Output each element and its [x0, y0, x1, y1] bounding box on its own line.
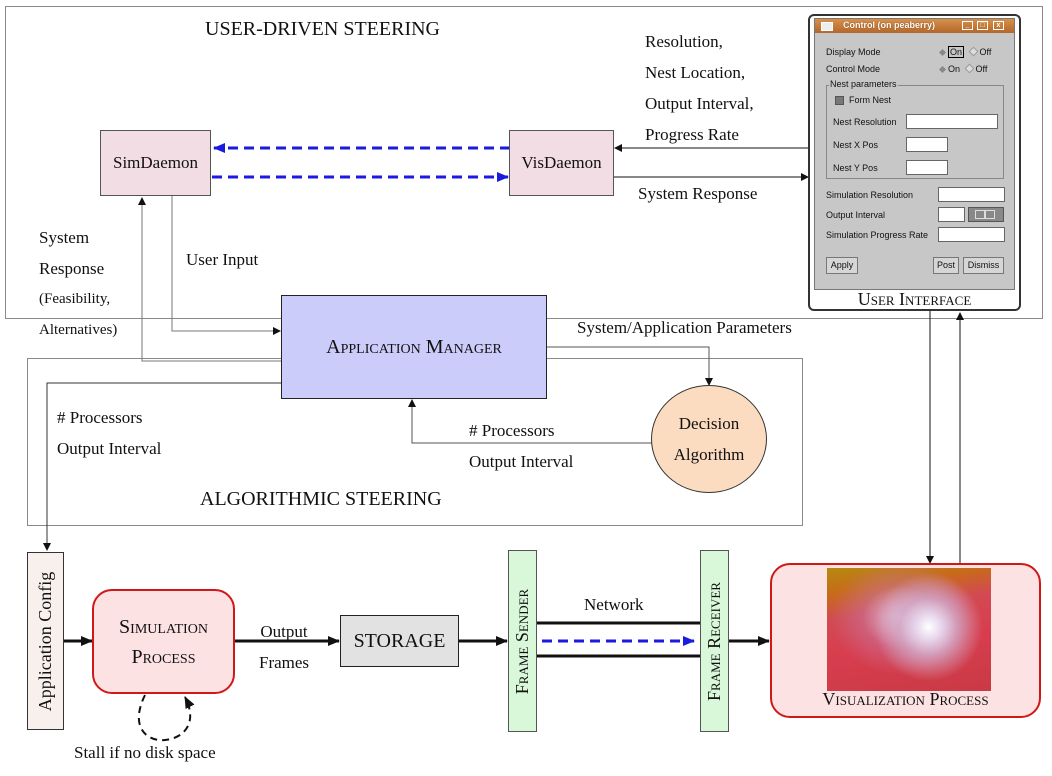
decision-algorithm-node[interactable]: Decision Algorithm — [651, 385, 767, 493]
display-mode-label: Display Mode — [826, 47, 881, 57]
output-interval-input[interactable] — [938, 207, 965, 222]
ui-params-label: Resolution, Nest Location, Output Interv… — [645, 32, 754, 144]
storage-node[interactable]: STORAGE — [340, 615, 459, 667]
simdaemon-label: SimDaemon — [113, 153, 198, 172]
radio-selected-icon[interactable] — [938, 65, 947, 74]
display-mode-radio[interactable]: On Off — [937, 46, 991, 58]
visualization-image — [827, 568, 991, 691]
visdaemon-node[interactable]: VisDaemon — [509, 130, 614, 196]
progress-rate-input[interactable] — [938, 227, 1005, 242]
sim-resolution-label: Simulation Resolution — [826, 190, 914, 200]
stall-label: Stall if no disk space — [74, 743, 216, 762]
user-input-label: User Input — [186, 250, 259, 269]
radio-unselected-icon[interactable] — [968, 46, 978, 57]
maximize-icon[interactable]: □ — [977, 21, 988, 30]
frame-sender-node[interactable]: Frame Sender — [508, 550, 537, 732]
network-label: Network — [584, 595, 644, 614]
dismiss-button[interactable]: Dismiss — [963, 257, 1004, 274]
decision-params-label: # Processors Output Interval — [469, 421, 574, 471]
sim-resolution-input[interactable] — [938, 187, 1005, 202]
nest-parameters-label: Nest parameters — [829, 79, 898, 89]
output-interval-label: Output Interval — [826, 210, 886, 220]
output-interval-toggle[interactable] — [968, 207, 1004, 222]
minimize-icon[interactable]: _ — [962, 21, 973, 30]
nest-x-label: Nest X Pos — [833, 140, 879, 150]
nest-resolution-input[interactable] — [906, 114, 998, 129]
nest-y-label: Nest Y Pos — [833, 163, 878, 173]
simulation-process-node[interactable]: Simulation Process — [92, 589, 235, 694]
nest-x-input[interactable] — [906, 137, 948, 152]
frame-receiver-label: Frame Receiver — [704, 581, 724, 701]
radio-unselected-icon[interactable] — [964, 63, 974, 74]
system-app-params-label: System/Application Parameters — [577, 318, 792, 337]
user-interface-label: User Interface — [857, 289, 972, 309]
control-mode-radio[interactable]: On Off — [937, 63, 987, 74]
nest-parameters-group — [826, 85, 1004, 179]
control-mode-label: Control Mode — [826, 64, 881, 74]
frame-receiver-node[interactable]: Frame Receiver — [700, 550, 729, 732]
apply-button[interactable]: Apply — [826, 257, 858, 274]
dialog-titlebar[interactable]: Control (on peaberry) _ □ x — [815, 19, 1014, 33]
dialog-title: Control (on peaberry) — [843, 20, 936, 30]
visualization-process-node[interactable]: Visualization Process — [770, 563, 1041, 718]
application-manager-node[interactable]: Application Manager — [281, 295, 547, 399]
close-icon[interactable]: x — [993, 21, 1004, 30]
user-driven-steering-title: USER-DRIVEN STEERING — [205, 18, 440, 40]
storage-label: STORAGE — [353, 629, 446, 652]
visualization-process-label: Visualization Process — [822, 689, 989, 709]
system-response-label: System Response — [638, 184, 758, 203]
progress-rate-label: Simulation Progress Rate — [826, 230, 929, 240]
form-nest-checkbox[interactable] — [835, 96, 844, 105]
frame-sender-label: Frame Sender — [512, 588, 533, 694]
post-button[interactable]: Post — [933, 257, 959, 274]
simdaemon-node[interactable]: SimDaemon — [100, 130, 211, 196]
left-params-label: # Processors Output Interval — [57, 408, 162, 458]
system-response-feasibility-label: System Response (Feasibility, Alternativ… — [39, 228, 118, 338]
application-manager-label: Application Manager — [326, 335, 502, 358]
nest-y-input[interactable] — [906, 160, 948, 175]
output-frames-label: Output Frames — [259, 622, 310, 672]
window-menu-icon[interactable] — [821, 22, 833, 31]
algorithmic-steering-title: ALGORITHMIC STEERING — [200, 488, 442, 510]
nest-resolution-label: Nest Resolution — [833, 117, 897, 127]
control-dialog: Control (on peaberry) _ □ x Display Mode… — [814, 18, 1015, 290]
radio-selected-icon[interactable] — [938, 48, 947, 57]
application-config-label: Application Config — [35, 571, 56, 711]
visdaemon-label: VisDaemon — [521, 153, 602, 172]
stall-loop-arrow — [137, 694, 195, 742]
user-interface-panel: Control (on peaberry) _ □ x Display Mode… — [808, 14, 1021, 311]
application-config-node[interactable]: Application Config — [27, 552, 64, 730]
form-nest-label: Form Nest — [849, 95, 892, 105]
